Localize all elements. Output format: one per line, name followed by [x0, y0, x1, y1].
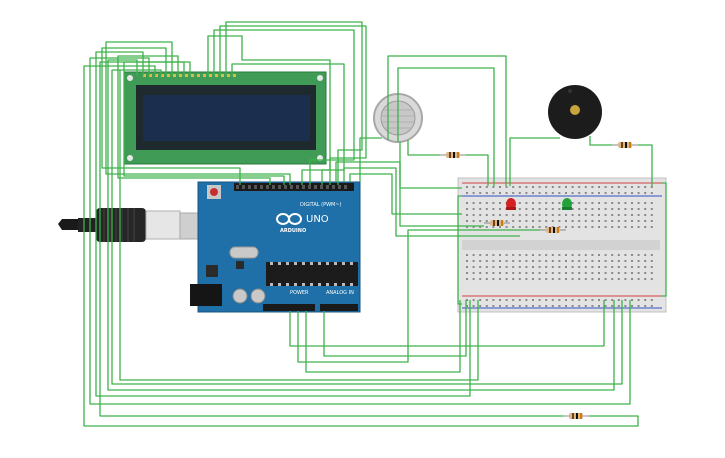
analog-header[interactable]: [320, 304, 358, 311]
usb-cable[interactable]: [58, 208, 223, 242]
digital-label: DIGITAL (PWM~): [300, 202, 342, 208]
reset-button[interactable]: [210, 188, 218, 196]
lcd-display[interactable]: [123, 71, 327, 165]
power-label: POWER: [290, 290, 309, 296]
digital-header[interactable]: [234, 183, 354, 191]
power-jack[interactable]: [190, 284, 222, 306]
breadboard-holes: [466, 186, 653, 307]
resistor-red-led[interactable]: [484, 220, 510, 226]
resistor-green-led[interactable]: [540, 227, 566, 233]
red-led[interactable]: [506, 198, 516, 210]
resistor-buzzer[interactable]: [612, 142, 638, 148]
green-led[interactable]: [562, 198, 572, 210]
breadboard[interactable]: [457, 177, 667, 313]
analog-label: ANALOG IN: [326, 290, 354, 296]
arduino-brand: ARDUINO: [280, 228, 306, 234]
arduino-logo: ARDUINO: [276, 213, 306, 234]
resistor-lcd-contrast[interactable]: [563, 413, 589, 419]
atmega-chip: [266, 262, 358, 286]
arduino-model: UNO: [306, 214, 329, 225]
wires: [83, 21, 667, 427]
power-header[interactable]: [263, 304, 315, 311]
arduino-uno[interactable]: DIGITAL (PWM~) ARDUINO UNO POWER ANALOG …: [190, 181, 361, 313]
resistor-gas-sensor[interactable]: [440, 152, 466, 158]
piezo-buzzer[interactable]: [548, 85, 602, 139]
